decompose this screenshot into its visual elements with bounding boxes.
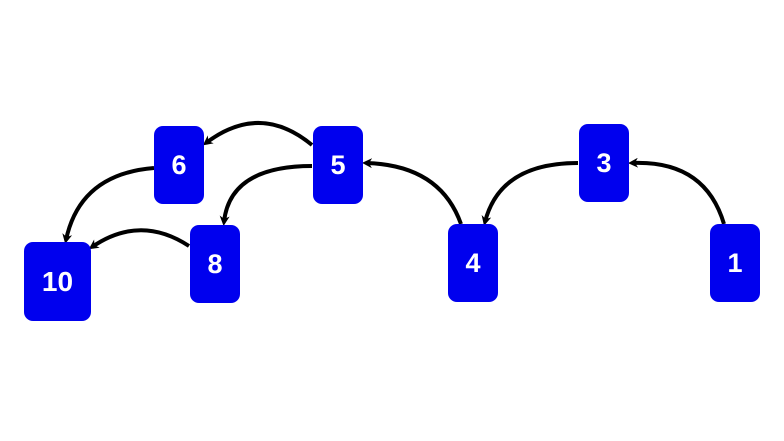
node-10: 10 xyxy=(24,242,91,321)
node-4: 4 xyxy=(448,224,498,302)
nodes: 1 3 4 5 6 8 10 xyxy=(24,124,760,321)
edge-5-to-8 xyxy=(219,164,313,226)
node-5: 5 xyxy=(313,126,363,204)
node-1-label: 1 xyxy=(727,248,742,278)
edge-3-to-4 xyxy=(481,161,579,226)
node-10-label: 10 xyxy=(42,266,73,297)
edge-4-to-5 xyxy=(362,158,463,225)
node-3-label: 3 xyxy=(596,148,611,178)
edges xyxy=(62,121,726,250)
edge-1-to-3 xyxy=(628,157,726,225)
node-5-label: 5 xyxy=(330,150,345,180)
edge-5-to-6 xyxy=(202,121,314,147)
node-8-label: 8 xyxy=(207,249,222,279)
node-6: 6 xyxy=(154,126,204,204)
node-8: 8 xyxy=(190,225,240,303)
edge-8-to-10 xyxy=(88,228,191,250)
edge-6-to-10 xyxy=(62,166,155,244)
node-6-label: 6 xyxy=(171,150,186,180)
node-4-label: 4 xyxy=(465,248,480,278)
node-1: 1 xyxy=(710,224,760,302)
node-3: 3 xyxy=(579,124,629,202)
